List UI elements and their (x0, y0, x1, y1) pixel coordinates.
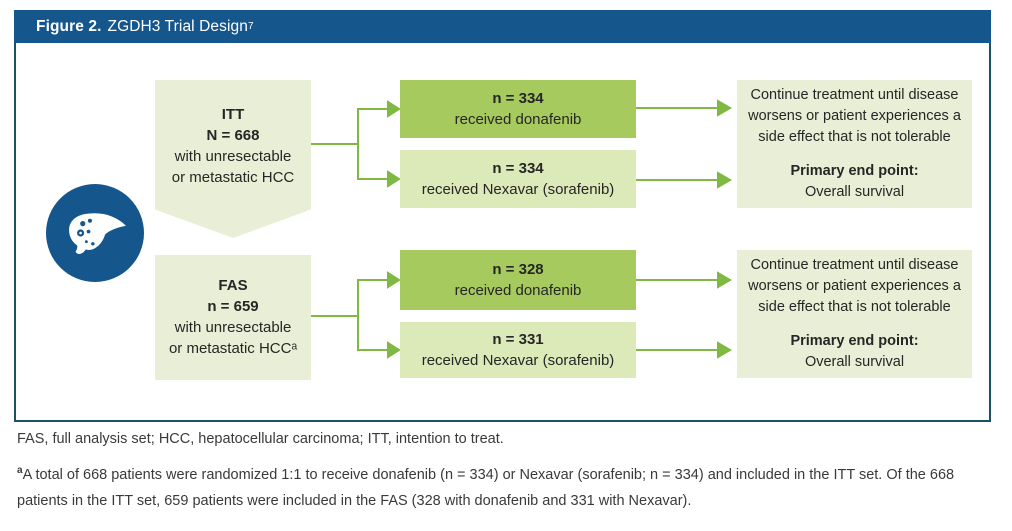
fas-donafenib-label: received donafenib (454, 282, 582, 299)
itt-donafenib-arm-box: n = 334 received donafenib (400, 80, 636, 138)
fas-population-box: FAS n = 659 with unresectable or metasta… (155, 255, 311, 380)
fas-donafenib-arm-box: n = 328 received donafenib (400, 250, 636, 310)
itt-primary-endpoint-label: Primary end point: (790, 163, 919, 179)
fas-n: n = 659 (207, 298, 259, 315)
fas-name: FAS (218, 277, 248, 294)
fas-nexavar-arm-box: n = 331 received Nexavar (sorafenib) (400, 322, 636, 378)
itt-outcome-box: Continue treatment until disease worsens… (737, 80, 972, 208)
fas-primary-endpoint-label: Primary end point: (790, 333, 919, 349)
abbreviations-footnote: FAS, full analysis set; HCC, hepatocellu… (17, 431, 504, 447)
itt-nexavar-arm-box: n = 334 received Nexavar (sorafenib) (400, 150, 636, 208)
figure-header: Figure 2. ZGDH3 Trial Design 7 (14, 10, 991, 43)
fas-nexavar-label: received Nexavar (sorafenib) (421, 352, 615, 369)
itt-desc-line2: or metastatic HCC (171, 169, 295, 186)
fas-outcome-box: Continue treatment until disease worsens… (737, 250, 972, 378)
itt-name: ITT (221, 106, 245, 123)
itt-desc-line1: with unresectable (174, 148, 292, 165)
fas-continue-text: Continue treatment until disease worsens… (748, 257, 961, 315)
liver-badge (46, 184, 144, 282)
itt-donafenib-n: n = 334 (492, 90, 544, 107)
itt-population-box: ITT N = 668 with unresectable or metasta… (155, 80, 311, 238)
fas-nexavar-n: n = 331 (492, 331, 544, 348)
itt-continue-text: Continue treatment until disease worsens… (748, 87, 961, 145)
fas-desc-line2: or metastatic HCCᵃ (168, 340, 298, 357)
itt-primary-endpoint: Primary end point: Overall survival (745, 161, 964, 203)
figure-title: ZGDH3 Trial Design (107, 17, 248, 35)
liver-icon (69, 213, 126, 254)
fas-desc-line1: with unresectable (174, 319, 292, 336)
fas-donafenib-n: n = 328 (492, 261, 544, 278)
itt-primary-endpoint-value: Overall survival (804, 184, 905, 200)
itt-nexavar-n: n = 334 (492, 160, 544, 177)
footnote-marker: a (17, 465, 23, 476)
itt-nexavar-label: received Nexavar (sorafenib) (421, 181, 615, 198)
itt-donafenib-label: received donafenib (454, 111, 582, 128)
itt-n: N = 668 (206, 127, 260, 144)
figure-label: Figure 2. (36, 17, 102, 35)
fas-primary-endpoint: Primary end point: Overall survival (745, 331, 964, 373)
fas-primary-endpoint-value: Overall survival (804, 354, 905, 370)
footnote-text: A total of 668 patients were randomized … (17, 466, 955, 509)
randomization-footnote: aA total of 668 patients were randomized… (17, 458, 985, 514)
